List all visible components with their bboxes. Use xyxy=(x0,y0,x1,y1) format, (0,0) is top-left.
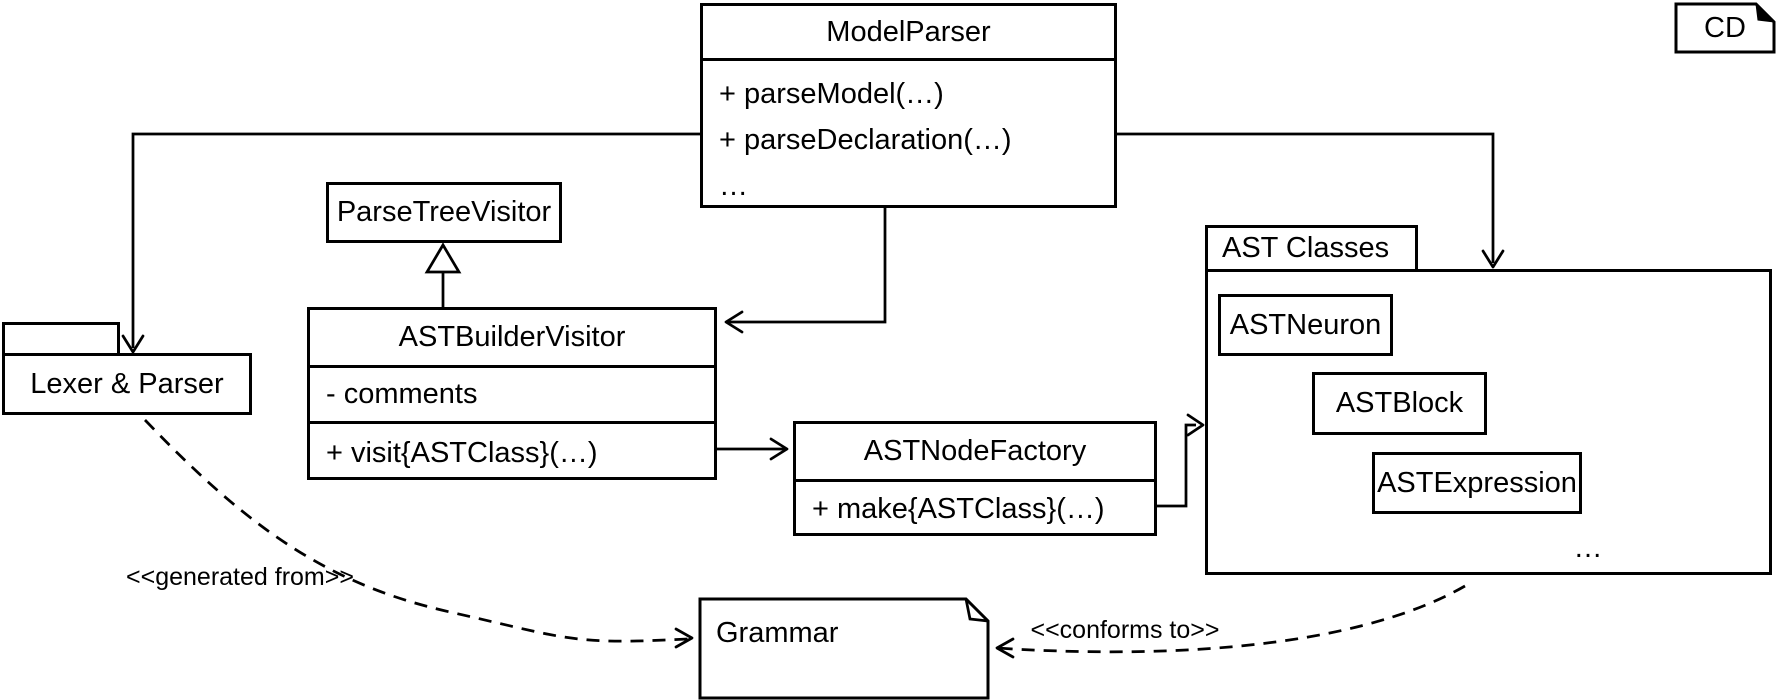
class-ast-block: ASTBlock xyxy=(1312,372,1487,435)
package-title-ast-classes: AST Classes xyxy=(1222,232,1390,264)
package-title-lexer-parser: Lexer & Parser xyxy=(30,367,224,400)
class-ast-node-factory: ASTNodeFactory + make{ASTClass}(…) xyxy=(793,421,1157,536)
arrowhead-right-grammar xyxy=(674,627,694,649)
label-generated-from: <<generated from>> xyxy=(126,563,354,591)
package-tab-ast-classes: AST Classes xyxy=(1205,225,1418,272)
method-parse-declaration: + parseDeclaration(…) xyxy=(719,123,1012,156)
arrowhead-right-astclasses xyxy=(1186,413,1205,437)
class-model-parser: ModelParser + parseModel(…) + parseDecla… xyxy=(700,3,1117,208)
arrowhead-right-factory xyxy=(769,437,789,461)
package-tab-lexer-parser xyxy=(2,322,120,356)
note-grammar-label: Grammar xyxy=(716,616,839,649)
note-grammar-fold xyxy=(964,598,989,623)
ast-classes-ellipsis: … xyxy=(1573,531,1603,564)
frame-label-text: CD xyxy=(1704,11,1746,44)
model-parser-ellipsis: … xyxy=(719,169,748,202)
class-title-ast-node-factory: ASTNodeFactory xyxy=(863,435,1087,467)
arrowhead-down-astclasses xyxy=(1481,249,1505,269)
class-title-ast-expression: ASTExpression xyxy=(1377,466,1577,499)
attribute-comments: - comments xyxy=(310,365,714,421)
class-ast-builder-visitor: ASTBuilderVisitor - comments + visit{AST… xyxy=(307,307,717,480)
class-title-parse-tree-visitor: ParseTreeVisitor xyxy=(336,196,552,228)
method-make-ast-class: + make{ASTClass}(…) xyxy=(796,479,1154,536)
model-parser-members: + parseModel(…) + parseDeclaration(…) … xyxy=(703,61,1114,209)
label-conforms-to: <<conforms to>> xyxy=(1030,616,1220,644)
arrowhead-left-astbuildervisitor xyxy=(724,310,744,334)
edge-modelparser-to-astbuildervisitor xyxy=(728,208,887,324)
class-ast-expression: ASTExpression xyxy=(1372,452,1582,514)
arrowhead-down-lexerparser xyxy=(121,334,145,354)
class-title-ast-builder-visitor: ASTBuilderVisitor xyxy=(398,321,626,353)
class-title-ast-neuron: ASTNeuron xyxy=(1229,308,1382,341)
class-parse-tree-visitor: ParseTreeVisitor xyxy=(326,182,562,243)
class-ast-neuron: ASTNeuron xyxy=(1218,294,1393,356)
method-visit-ast-class: + visit{ASTClass}(…) xyxy=(310,421,714,483)
class-title-model-parser: ModelParser xyxy=(703,6,1114,61)
edge-factory-to-astclasses xyxy=(1157,423,1196,508)
class-title-ast-block: ASTBlock xyxy=(1335,387,1464,419)
method-parse-model: + parseModel(…) xyxy=(719,77,944,110)
package-lexer-parser: Lexer & Parser xyxy=(2,353,252,415)
inheritance-triangle xyxy=(424,242,462,274)
